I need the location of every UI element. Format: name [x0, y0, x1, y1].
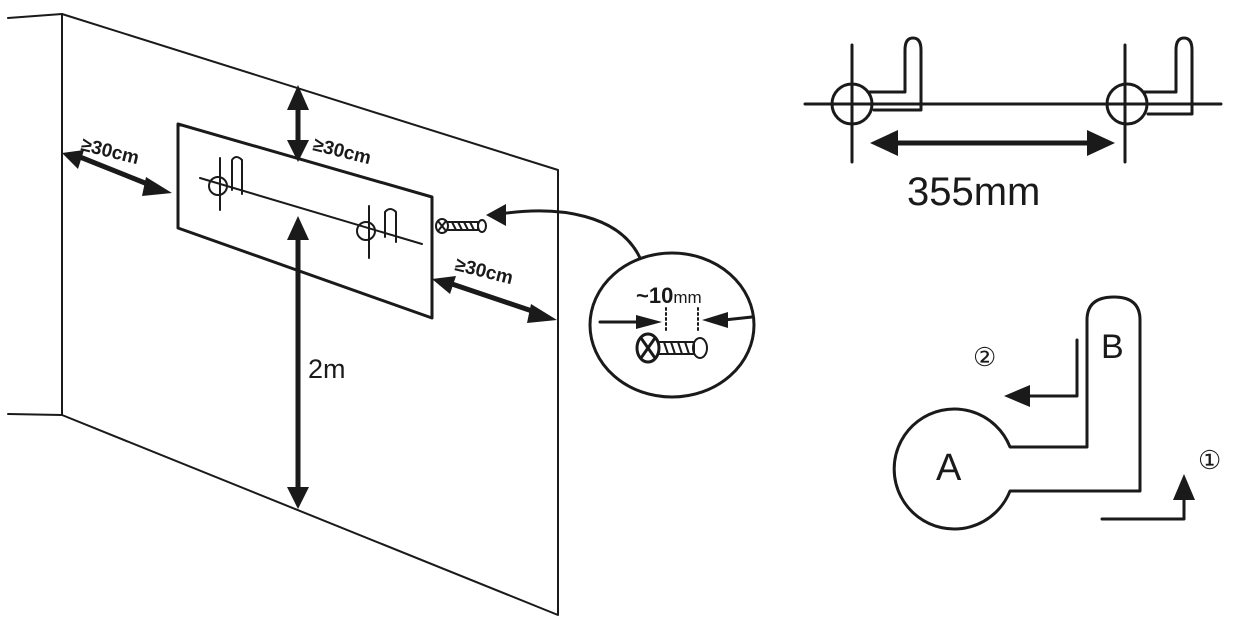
- slot-b-label: B: [1101, 328, 1124, 366]
- step-2-label: ②: [973, 342, 996, 372]
- right-clearance-label: ≥30cm: [453, 254, 515, 289]
- mount-height-label: 2m: [308, 354, 346, 384]
- top-clearance-arrowhead-up: [287, 85, 309, 110]
- screw-protrusion-label: ~10mm: [636, 283, 702, 308]
- top-clearance-arrowhead-down: [287, 140, 309, 162]
- screw-detail-callout: [588, 251, 756, 399]
- hook-spacing-label: 355mm: [907, 170, 1040, 214]
- hook-spacing-diagram: [803, 36, 1223, 164]
- mounting-panel: [176, 122, 434, 320]
- left-clearance-arrow: [77, 154, 153, 188]
- left-clearance-label: ≥30cm: [79, 134, 141, 169]
- detail-leader-arrow: [498, 209, 642, 260]
- step-1-label: ①: [1198, 445, 1221, 475]
- screw-protrusion-unit: mm: [673, 288, 701, 307]
- keyhole-slot-diagram: [892, 295, 1195, 531]
- slot-a-label: A: [936, 447, 962, 489]
- right-clearance-arrow: [449, 281, 538, 315]
- wall: [7, 13, 559, 616]
- screw-icon: [435, 218, 487, 234]
- screw-protrusion-value: ~10: [636, 283, 673, 308]
